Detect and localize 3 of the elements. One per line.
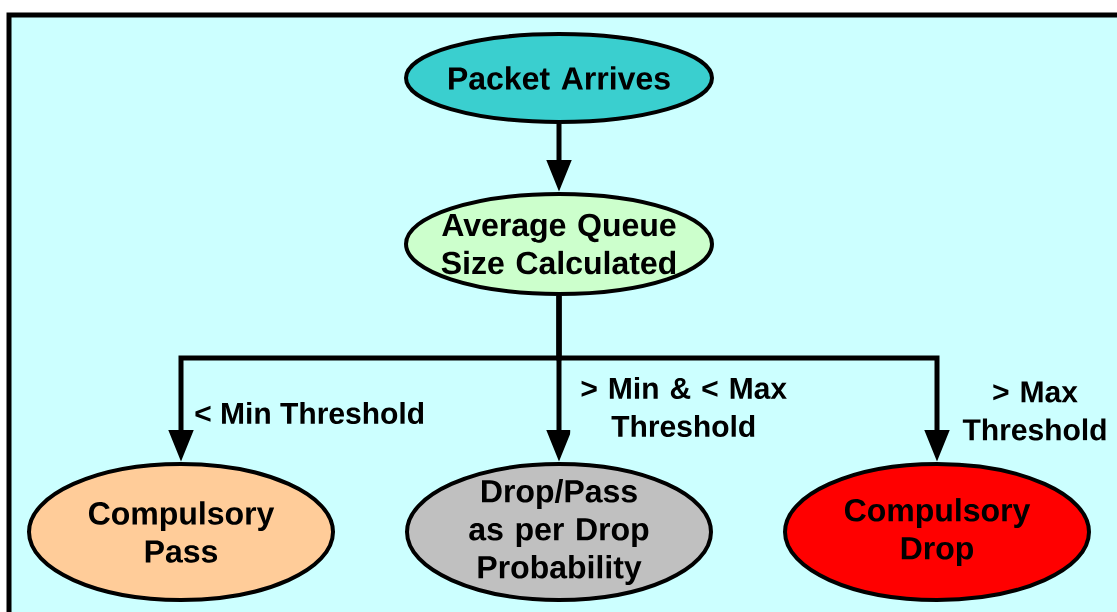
edge-label: < Min Threshold (193, 400, 427, 425)
edge-label: > Min & < Max Threshold (570, 375, 798, 438)
edge-label: > Max Threshold (951, 380, 1117, 442)
